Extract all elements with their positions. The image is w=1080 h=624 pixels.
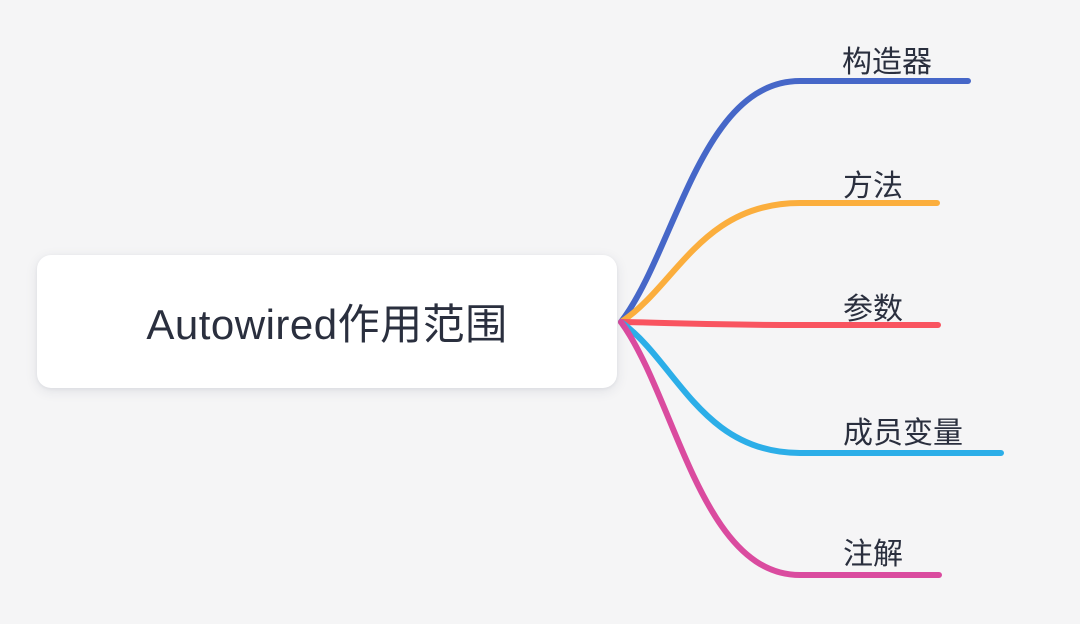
root-node-label: Autowired作用范围 [146, 301, 508, 348]
branch-line [618, 78, 971, 325]
branch-node-label[interactable]: 方法 [843, 170, 903, 203]
branch-line [618, 319, 942, 578]
branch-node-label[interactable]: 成员变量 [843, 417, 963, 450]
branch-node-label[interactable]: 注解 [843, 538, 903, 571]
branch-node-label[interactable]: 构造器 [842, 46, 932, 79]
branch-line [618, 319, 941, 328]
branch-line [618, 200, 940, 325]
root-node[interactable]: Autowired作用范围 [37, 255, 617, 388]
branch-line [618, 319, 1004, 456]
branch-node-label[interactable]: 参数 [843, 293, 903, 326]
